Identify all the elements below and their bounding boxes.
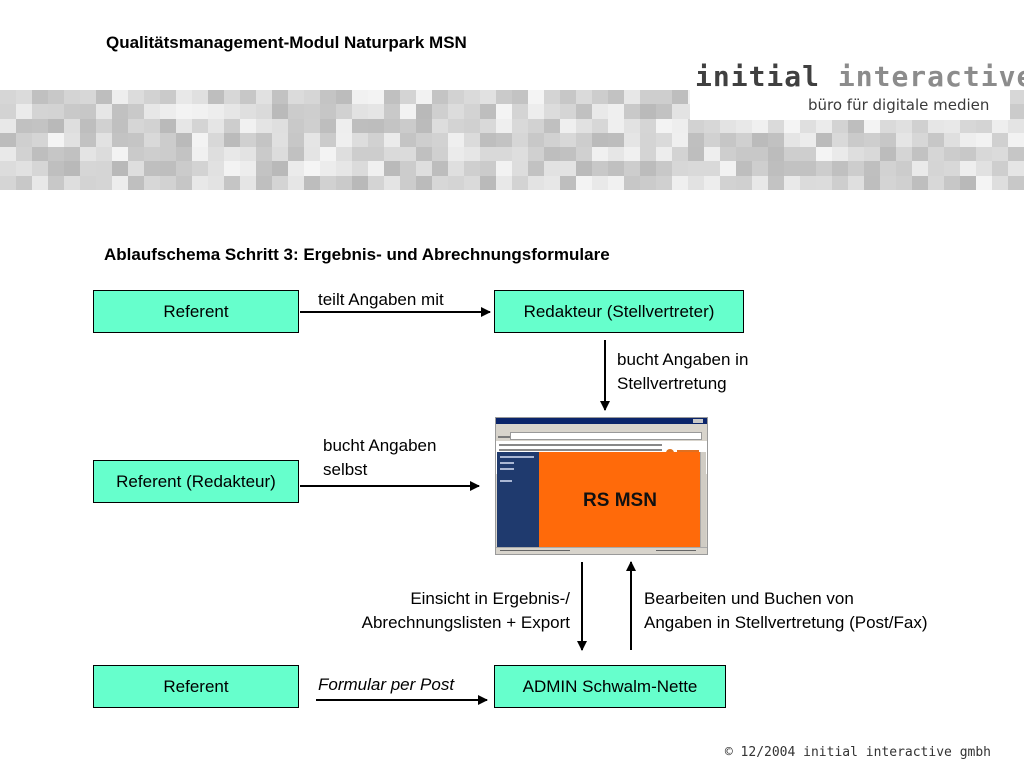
edge-label-bucht-stellv-1: bucht Angaben in xyxy=(617,350,749,369)
node-label: Redakteur (Stellvertreter) xyxy=(523,301,715,321)
edge-label-bucht-selbst-1: bucht Angaben xyxy=(323,436,437,455)
node-label: ADMIN Schwalm-Nette xyxy=(522,676,698,696)
logo-tagline-wrap: büro für digitale medien xyxy=(790,92,1010,118)
browser-address-bar xyxy=(510,432,702,440)
system-label: RS MSN xyxy=(539,452,701,549)
node-admin-schwalm-nette: ADMIN Schwalm-Nette xyxy=(494,665,726,708)
edge-label-einsicht-1: Einsicht in Ergebnis-/ xyxy=(410,589,570,608)
node-label: Referent xyxy=(163,301,229,321)
header-mosaic-banner xyxy=(0,90,1024,190)
edge-label-formular-post: Formular per Post xyxy=(318,675,455,694)
edge-label-einsicht-2: Abrechnungslisten + Export xyxy=(361,613,570,632)
section-title: Ablaufschema Schritt 3: Ergebnis- und Ab… xyxy=(104,245,610,264)
edge-label-bucht-stellv-2: Stellvertretung xyxy=(617,374,727,393)
site-sidebar xyxy=(497,452,539,549)
system-rs-msn-screenshot: RS MSN xyxy=(495,417,708,555)
node-label: Referent xyxy=(163,676,229,696)
logo-word-interactive: interactive xyxy=(837,60,1024,93)
copyright-footer: © 12/2004 initial interactive gmbh xyxy=(724,745,991,760)
edge-label-bucht-selbst-2: selbst xyxy=(323,460,368,479)
node-referent-top: Referent xyxy=(93,290,299,333)
node-referent-redakteur: Referent (Redakteur) xyxy=(93,460,299,503)
edge-label-bearbeiten-2: Angaben in Stellvertretung (Post/Fax) xyxy=(644,613,928,632)
logo-tagline: büro für digitale medien xyxy=(808,96,990,114)
edge-label-bearbeiten-1: Bearbeiten und Buchen von xyxy=(644,589,854,608)
node-redakteur-stellvertreter: Redakteur (Stellvertreter) xyxy=(494,290,744,333)
browser-statusbar xyxy=(496,547,707,554)
logo-word-initial: initial xyxy=(695,60,821,93)
edge-label-teilt: teilt Angaben mit xyxy=(318,290,444,309)
node-referent-bottom: Referent xyxy=(93,665,299,708)
browser-scrollbar xyxy=(700,452,706,549)
page-title: Qualitätsmanagement-Modul Naturpark MSN xyxy=(106,33,467,52)
node-label: Referent (Redakteur) xyxy=(116,471,276,491)
browser-titlebar xyxy=(496,418,707,424)
